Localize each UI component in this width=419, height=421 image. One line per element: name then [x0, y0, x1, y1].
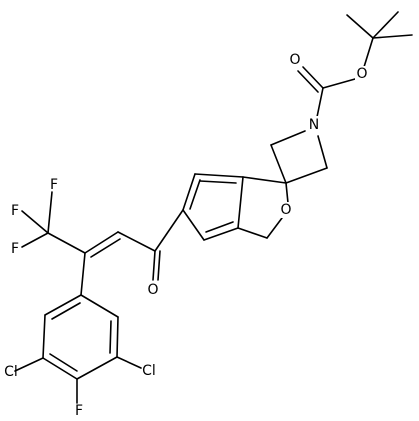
atom-o-ketone: O	[147, 282, 158, 298]
bond-c-n	[316, 87, 324, 118]
bond-ar-ketone	[154, 209, 184, 252]
bond-ar-4-inner	[189, 179, 201, 210]
bond-ar-2-inner	[205, 221, 234, 233]
bond-ph-1-inner	[51, 302, 81, 320]
bond-ph-cl-left	[14, 357, 44, 372]
bond-n-ch2b	[317, 135, 328, 169]
atom-o-ring: O	[280, 202, 291, 218]
bond-ph-cl-right	[116, 356, 142, 369]
atom-f3: F	[11, 241, 19, 257]
bond-ar-1	[237, 176, 244, 229]
bond-spiro-c3a	[242, 176, 287, 184]
bond-ketone-o-a	[152, 250, 156, 281]
bond-ch2a-spiro	[270, 144, 287, 184]
atom-f-aryl: F	[75, 403, 83, 419]
bond-ar-2	[203, 227, 239, 241]
bond-ar-5	[194, 173, 244, 178]
bond-ketone-ch	[117, 231, 156, 252]
bond-alkene-b	[90, 238, 121, 258]
bond-n-ch2a	[270, 130, 306, 146]
bond-cf3-f3	[21, 232, 49, 248]
bond-ph-3	[42, 357, 78, 380]
bond-tbu-1	[346, 14, 374, 39]
bond-tbu-o	[363, 37, 374, 68]
bond-ph-3-inner	[49, 353, 78, 372]
bond-alkene-aryl	[80, 252, 86, 296]
atom-f2: F	[11, 203, 19, 219]
bond-ar-5-inner	[199, 180, 237, 184]
atom-cl-right: Cl	[142, 363, 156, 379]
bond-ch2b-spiro	[285, 167, 328, 184]
bond-c-o-double-a	[302, 66, 324, 89]
bond-ph-6	[80, 294, 119, 318]
bond-tbu-2	[372, 11, 399, 39]
bond-o-c-ester	[322, 78, 356, 89]
mask-o-ring	[279, 202, 293, 218]
atom-labels: O O N O F F F O Cl Cl F	[4, 52, 369, 419]
bond-ar-3	[182, 209, 205, 241]
atom-o-carbonyl-boc: O	[289, 52, 300, 68]
bond-ch2-c7a	[237, 227, 268, 239]
bond-ph-1	[44, 294, 82, 316]
mask-n	[307, 116, 321, 133]
bond-cf3-f2	[21, 210, 49, 234]
bonds	[14, 11, 413, 404]
bond-cf3-f1	[47, 191, 53, 234]
mask-o-ester	[355, 66, 369, 82]
bond-c-o-double-b	[297, 70, 319, 93]
bond-tbu-3	[372, 34, 413, 39]
atom-cl-left: Cl	[4, 364, 18, 380]
bond-c-cf3	[47, 232, 86, 254]
bond-ph-5-inner	[109, 320, 112, 354]
atom-n: N	[309, 117, 319, 133]
bond-ar-4	[182, 173, 196, 211]
bond-spiro-o	[285, 182, 289, 204]
bond-alkene-a	[84, 231, 119, 254]
bond-ph-5	[116, 316, 119, 358]
mask-o-boc	[288, 52, 302, 68]
atom-o-ester: O	[356, 66, 367, 82]
bond-ph-2	[42, 314, 46, 359]
atom-f1: F	[50, 177, 58, 193]
bond-ph-4	[76, 356, 118, 380]
bond-o-ch2	[266, 217, 283, 239]
bond-ketone-o-b	[157, 250, 161, 281]
